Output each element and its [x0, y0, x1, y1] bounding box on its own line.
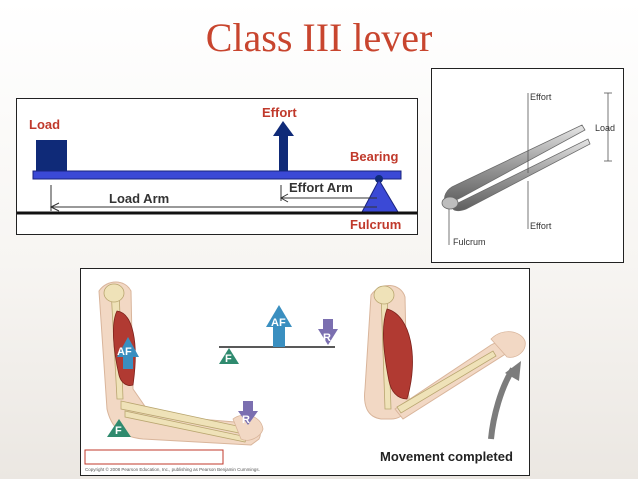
r-middle-arrow: R	[318, 319, 338, 345]
r-left-arrow: R	[238, 401, 258, 426]
lever-diagram-panel: Load Effort Bearing Fulcrum Effort Arm L…	[16, 98, 418, 235]
load-label: Load	[595, 123, 615, 133]
fulcrum-label: Fulcrum	[350, 217, 401, 232]
load-label: Load	[29, 117, 60, 132]
effort-label: Effort	[262, 105, 297, 120]
af-left-label: AF	[117, 346, 132, 358]
caption-box	[84, 449, 224, 465]
bearing-label: Bearing	[350, 149, 398, 164]
f-middle-marker: F	[219, 348, 239, 365]
lever-diagram: Load Effort Bearing Fulcrum Effort Arm L…	[17, 105, 417, 232]
copyright-text: Copyright © 2008 Pearson Education, Inc.…	[85, 466, 260, 472]
effort-bottom-label: Effort	[530, 221, 552, 231]
f-middle-label: F	[225, 353, 232, 365]
right-arm-illustration	[364, 285, 526, 420]
tweezers-diagram: Effort Load Effort Fulcrum	[441, 92, 615, 247]
fulcrum-label: Fulcrum	[453, 237, 486, 247]
af-middle-label: AF	[271, 317, 286, 329]
movement-arrowhead	[505, 361, 521, 381]
f-left-label: F	[115, 425, 122, 437]
lever-beam	[32, 170, 402, 180]
af-middle-arrow: AF	[266, 305, 292, 347]
tweezers-panel: Effort Load Effort Fulcrum	[431, 68, 624, 263]
movement-arrow	[488, 367, 516, 440]
effort-arrow-head	[273, 121, 294, 136]
bearing-point	[375, 175, 383, 183]
r-left-label: R	[242, 414, 250, 426]
f-left-marker: F	[107, 419, 131, 437]
movement-completed-label: Movement completed	[380, 449, 513, 464]
load-block	[36, 140, 67, 171]
arm-diagram: AF F R AF F R	[84, 281, 526, 472]
effort-arm-label: Effort Arm	[289, 180, 353, 195]
af-left-arrow: AF	[117, 337, 139, 369]
arm-lever-panel: AF F R AF F R	[80, 268, 530, 476]
load-arm-label: Load Arm	[109, 191, 169, 206]
tweezers-image	[441, 124, 591, 212]
r-middle-label: R	[323, 332, 331, 344]
page-title: Class III lever	[205, 15, 433, 60]
effort-top-label: Effort	[530, 92, 552, 102]
effort-arrow-shaft	[279, 135, 288, 171]
